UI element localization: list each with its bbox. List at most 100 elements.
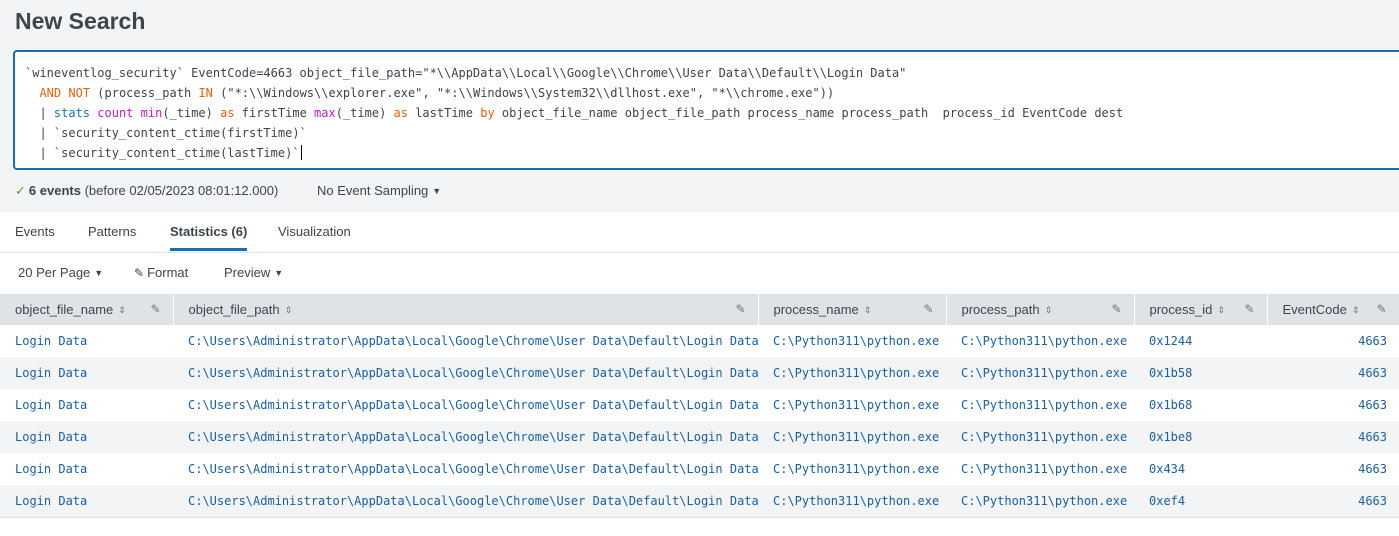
cell-object-file-path[interactable]: C:\Users\Administrator\AppData\Local\Goo…	[173, 485, 758, 518]
query-command-stats: stats	[53, 106, 91, 120]
checkmark-icon: ✓	[15, 183, 26, 198]
cell-object-file-path[interactable]: C:\Users\Administrator\AppData\Local\Goo…	[173, 357, 758, 389]
cell-object-file-name[interactable]: Login Data	[15, 398, 88, 412]
event-count: 6 events	[28, 183, 81, 198]
pencil-icon[interactable]: ✎	[1376, 302, 1387, 316]
cell-process-id[interactable]: 0x1b58	[1134, 357, 1267, 389]
query-keyword-in: IN	[198, 86, 213, 100]
cell-process-name[interactable]: C:\Python311\python.exe	[773, 398, 940, 412]
query-line-3e: object_file_name object_file_path proces…	[494, 106, 1124, 120]
cell-eventcode[interactable]: 4663	[1358, 334, 1387, 348]
event-sampling-dropdown[interactable]: No Event Sampling▼	[317, 183, 441, 198]
cell-object-file-path[interactable]: C:\Users\Administrator\AppData\Local\Goo…	[188, 334, 758, 348]
query-line-3d: lastTime	[407, 106, 481, 120]
cell-process-id[interactable]: 0xef4	[1134, 485, 1267, 518]
cell-process-path[interactable]: C:\Python311\python.exe	[946, 357, 1134, 389]
cell-process-path[interactable]: C:\Python311\python.exe	[961, 334, 1128, 348]
cell-eventcode[interactable]: 4663	[1267, 357, 1399, 389]
chevron-down-icon: ▼	[432, 186, 442, 196]
query-line-3c: (_time)	[335, 106, 394, 120]
search-query-text[interactable]: `wineventlog_security` EventCode=4663 ob…	[25, 63, 1123, 163]
search-status: ✓6 events (before 02/05/2023 08:01:12.00…	[15, 183, 278, 199]
cell-process-path[interactable]: C:\Python311\python.exe	[946, 421, 1134, 453]
pencil-icon[interactable]: ✎	[735, 302, 746, 316]
cell-process-path[interactable]: C:\Python311\python.exe	[961, 398, 1128, 412]
tab-events[interactable]: Events	[15, 224, 55, 239]
preview-label: Preview	[224, 265, 271, 280]
cell-process-name[interactable]: C:\Python311\python.exe	[773, 462, 940, 476]
pencil-icon[interactable]: ✎	[150, 302, 161, 316]
table-header-row: object_file_name⇕✎ object_file_path⇕✎ pr…	[0, 294, 1399, 325]
cell-process-id[interactable]: 0x1b68	[1149, 398, 1193, 412]
cell-process-name[interactable]: C:\Python311\python.exe	[758, 421, 946, 453]
cell-eventcode[interactable]: 4663	[1267, 485, 1399, 518]
search-query-editor[interactable]: `wineventlog_security` EventCode=4663 ob…	[13, 50, 1399, 170]
pencil-icon: ✎	[134, 266, 145, 280]
sort-icon[interactable]: ⇕	[863, 305, 872, 315]
query-line-1: `wineventlog_security` EventCode=4663 ob…	[25, 66, 907, 80]
pencil-icon[interactable]: ✎	[1244, 302, 1255, 316]
results-tabs: Events Patterns Statistics (6) Visualiza…	[0, 212, 1399, 253]
column-header-eventcode[interactable]: EventCode⇕✎	[1267, 294, 1399, 325]
cell-eventcode[interactable]: 4663	[1358, 462, 1387, 476]
column-header-object-file-name[interactable]: object_file_name⇕✎	[0, 294, 174, 325]
cell-object-file-path[interactable]: C:\Users\Administrator\AppData\Local\Goo…	[188, 462, 758, 476]
cell-process-path[interactable]: C:\Python311\python.exe	[946, 485, 1134, 518]
cell-process-path[interactable]: C:\Python311\python.exe	[961, 462, 1128, 476]
query-line-2a: (process_path	[90, 86, 199, 100]
cell-object-file-name[interactable]: Login Data	[0, 421, 173, 453]
cell-object-file-path[interactable]: C:\Users\Administrator\AppData\Local\Goo…	[188, 398, 758, 412]
query-function-min: min	[140, 106, 163, 120]
query-function-max: max	[314, 106, 336, 120]
chevron-down-icon: ▼	[274, 268, 284, 278]
pencil-icon[interactable]: ✎	[923, 302, 934, 316]
sort-icon[interactable]: ⇕	[1351, 305, 1360, 315]
query-keyword-as: as	[220, 106, 235, 120]
format-button[interactable]: ✎Format	[134, 265, 188, 280]
cell-object-file-name[interactable]: Login Data	[0, 357, 173, 389]
cell-object-file-name[interactable]: Login Data	[0, 485, 173, 518]
cell-process-id[interactable]: 0x1be8	[1134, 421, 1267, 453]
cell-object-file-name[interactable]: Login Data	[15, 334, 88, 348]
cell-eventcode[interactable]: 4663	[1358, 398, 1387, 412]
table-row: Login Data C:\Users\Administrator\AppData…	[0, 389, 1399, 421]
query-keyword-by: by	[480, 106, 495, 120]
column-header-process-name[interactable]: process_name⇕✎	[758, 294, 947, 325]
results-table: object_file_name⇕✎ object_file_path⇕✎ pr…	[0, 294, 1399, 518]
preview-dropdown[interactable]: Preview▼	[224, 265, 283, 280]
chevron-down-icon: ▼	[94, 268, 104, 278]
cell-process-id[interactable]: 0x1244	[1149, 334, 1193, 348]
query-keyword-not: NOT	[68, 86, 91, 100]
cell-process-name[interactable]: C:\Python311\python.exe	[758, 485, 946, 518]
query-function-count: count	[97, 106, 134, 120]
column-header-process-id[interactable]: process_id⇕✎	[1134, 294, 1268, 325]
sort-icon[interactable]: ⇕	[284, 305, 293, 315]
query-line-5: | `security_content_ctime(lastTime)`	[39, 146, 300, 160]
per-page-dropdown[interactable]: 20 Per Page▼	[18, 265, 103, 280]
column-header-object-file-path[interactable]: object_file_path⇕✎	[173, 294, 759, 325]
tab-patterns[interactable]: Patterns	[88, 224, 137, 239]
tab-visualization[interactable]: Visualization	[278, 224, 351, 239]
cell-object-file-name[interactable]: Login Data	[15, 462, 88, 476]
query-line-3b: firstTime	[234, 106, 315, 120]
results-toolbar: 20 Per Page▼ ✎Format Preview▼	[0, 253, 1399, 293]
sort-icon[interactable]: ⇕	[118, 305, 126, 315]
cell-process-id[interactable]: 0x434	[1149, 462, 1186, 476]
column-header-process-path[interactable]: process_path⇕✎	[946, 294, 1135, 325]
query-keyword-as: as	[393, 106, 408, 120]
sort-icon[interactable]: ⇕	[1044, 305, 1053, 315]
cell-process-name[interactable]: C:\Python311\python.exe	[773, 334, 940, 348]
query-line-3a: (_time)	[162, 106, 221, 120]
tab-statistics[interactable]: Statistics (6)	[170, 224, 248, 239]
pencil-icon[interactable]: ✎	[1111, 302, 1122, 316]
active-tab-indicator	[170, 248, 247, 251]
query-pipe: |	[39, 106, 54, 120]
cell-eventcode[interactable]: 4663	[1267, 421, 1399, 453]
cell-object-file-path[interactable]: C:\Users\Administrator\AppData\Local\Goo…	[173, 421, 758, 453]
cell-process-name[interactable]: C:\Python311\python.exe	[758, 357, 946, 389]
sort-icon[interactable]: ⇕	[1217, 305, 1225, 315]
table-row: Login Data C:\Users\Administrator\AppData…	[0, 325, 1399, 357]
